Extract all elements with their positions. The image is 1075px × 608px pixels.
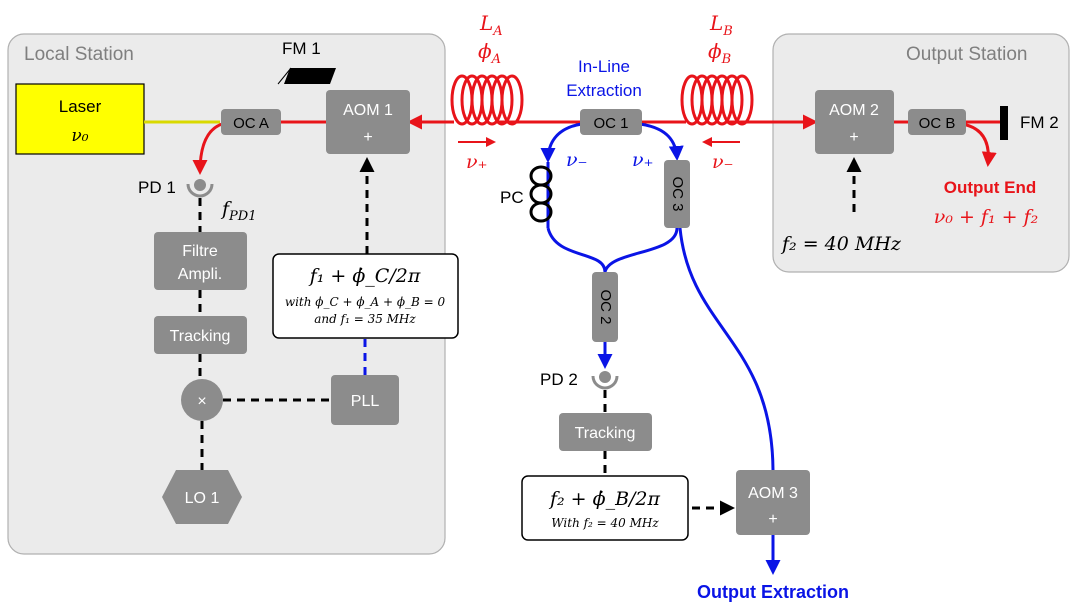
coupler-oca (221, 109, 281, 135)
fiber-coil-b (680, 74, 754, 126)
aom3-box (736, 470, 810, 535)
output-end-label: Output End (944, 178, 1037, 197)
laser-frequency: ν₀ (71, 126, 88, 146)
equation1-main: f₁ + ϕ̇_C/2π (308, 265, 421, 287)
coupler-oc2-label: OC 2 (597, 289, 614, 324)
coupler-oc2 (592, 272, 618, 342)
fm1-label: FM 1 (282, 39, 321, 58)
f2-label: f₂ = 40 MHz (780, 233, 902, 255)
fiber-oc1-oc3 (639, 122, 684, 161)
fiber-b-phase: ϕB (708, 39, 731, 67)
aom1-label: AOM 1 (343, 102, 393, 119)
inline-extraction-line1: In-Line (578, 57, 630, 76)
coupler-ocb-label: OC B (919, 115, 956, 132)
fiber-a-phase: ϕA (478, 39, 501, 67)
equation1-line3: and f₁ = 35 MHz (314, 312, 416, 326)
coupler-ocb (908, 109, 966, 135)
equation2-line2: With f₂ = 40 MHz (551, 516, 659, 530)
coupler-oc1-label: OC 1 (593, 115, 628, 132)
aom1-box (326, 90, 410, 154)
pd1-detector (186, 179, 214, 198)
equation1-line2: with ϕ_C + ϕ_A + ϕ_B = 0 (285, 295, 446, 309)
aom3-label: AOM 3 (748, 485, 798, 502)
aom2-plus: + (849, 129, 858, 146)
equation1-box (272, 253, 459, 339)
nu-plus-left: ν₊ (466, 151, 488, 173)
tracking1-box (154, 316, 247, 354)
fm2-label: FM 2 (1020, 113, 1059, 132)
fm2-mirror (1000, 106, 1008, 140)
nu-minus-left: ν₋ (566, 149, 588, 171)
ampli-label: Ampli. (178, 266, 222, 283)
pc-label: PC (500, 188, 524, 207)
pd2-detector (591, 371, 619, 390)
fiber-ocb-output (961, 122, 997, 167)
pll-box (331, 375, 399, 425)
local-station-label: Local Station (24, 44, 134, 65)
fiber-a-length: LA (479, 11, 503, 39)
aom2-box (815, 90, 894, 154)
aom1-plus: + (363, 129, 372, 146)
fiber-oca-pd1 (192, 122, 223, 175)
pd2-label: PD 2 (540, 370, 578, 389)
fiber-pc-oc2 (546, 227, 607, 273)
mixer-circle (181, 379, 223, 421)
fm1-mirror (277, 67, 336, 85)
fiber-oc1-pc (540, 122, 583, 163)
laser-label: Laser (59, 97, 102, 116)
fiber-coil-a (450, 74, 524, 126)
pll-label: PLL (351, 393, 380, 410)
fiber-oc3-aom3 (678, 227, 775, 471)
tracking2-label: Tracking (575, 425, 636, 442)
equation2-box (521, 475, 689, 541)
fiber-b-length: LB (709, 11, 733, 39)
coupler-oc3-label: OC 3 (669, 176, 686, 211)
fpd1-label: fPD1 (220, 198, 257, 224)
nu-minus-right: ν₋ (712, 151, 734, 173)
fiber-oc3-oc2 (603, 227, 679, 273)
equation2-main: f₂ + ϕ̇_B/2π (548, 488, 661, 510)
lo1-label: LO 1 (185, 490, 220, 507)
tracking2-box (559, 413, 652, 451)
output-station-label: Output Station (906, 44, 1027, 65)
coupler-oc1 (580, 109, 642, 135)
filtre-ampli-box (154, 232, 247, 290)
mixer-label: × (197, 393, 206, 410)
coupler-oc3 (664, 160, 690, 228)
output-end-frequency: ν₀ + f₁ + f₂ (934, 206, 1038, 228)
aom3-plus: + (768, 511, 777, 528)
polarization-controller (529, 162, 553, 228)
aom2-label: AOM 2 (829, 102, 879, 119)
nu-plus-mid: ν₊ (632, 149, 654, 171)
filtre-label: Filtre (182, 243, 218, 260)
laser-box (15, 83, 145, 155)
pd1-label: PD 1 (138, 178, 176, 197)
coupler-oca-label: OC A (233, 115, 269, 132)
inline-extraction-line2: Extraction (566, 81, 642, 100)
lo1-hexagon (162, 470, 242, 524)
tracking1-label: Tracking (170, 328, 231, 345)
output-extraction-label: Output Extraction (697, 582, 849, 602)
